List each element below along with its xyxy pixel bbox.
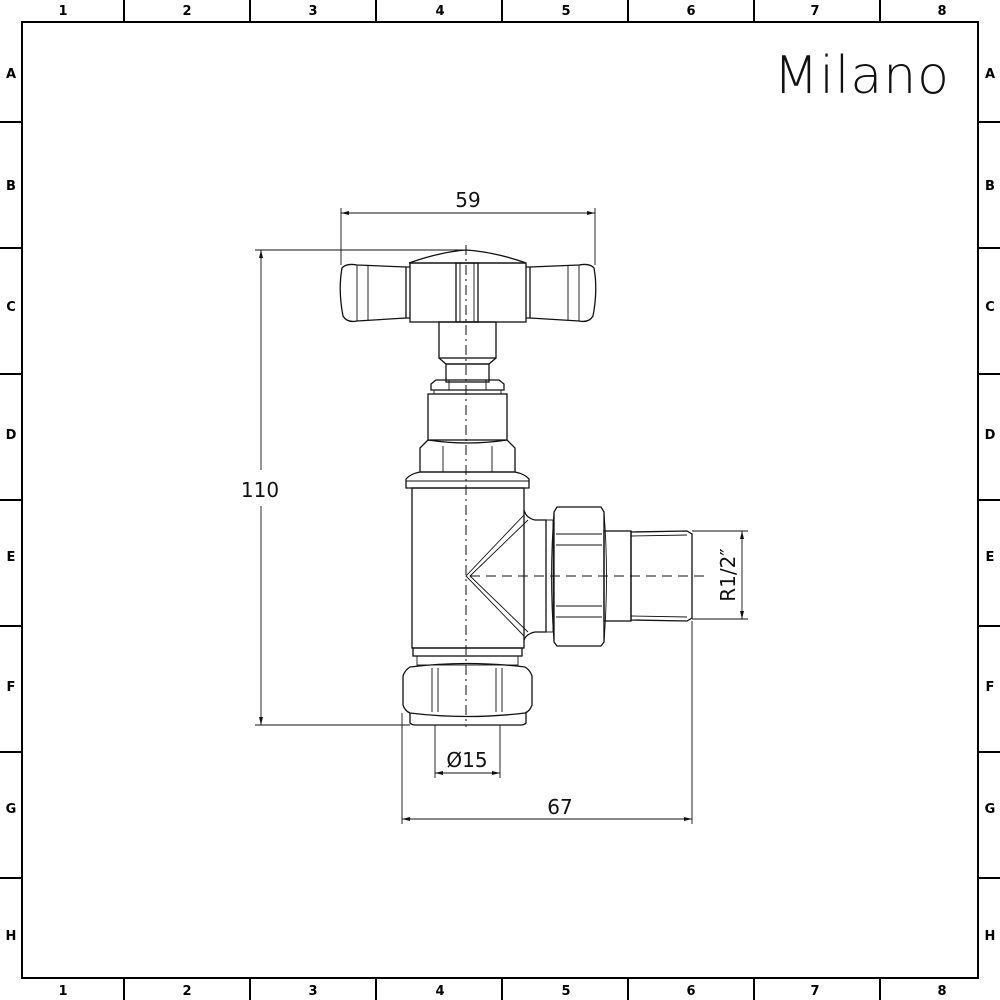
valve-drawing (339, 245, 705, 727)
row-label-right: H (985, 929, 996, 944)
column-label-top: 3 (308, 4, 317, 19)
column-label-bottom: 4 (435, 984, 444, 999)
column-label-bottom: 3 (308, 984, 317, 999)
row-label-left: D (6, 428, 17, 443)
valve-body (411, 487, 554, 649)
dimension-label-110: 110 (241, 478, 279, 502)
row-dividers (0, 121, 1000, 879)
column-label-top: 1 (58, 4, 67, 19)
dimension-label-59: 59 (455, 188, 480, 212)
compression-nut (402, 647, 533, 726)
dimension-label-diameter: Ø15 (446, 748, 487, 772)
dimension-pipe-diameter: Ø15 (434, 725, 501, 778)
dimension-overall-height: 110 (241, 249, 466, 726)
brand-logo: Milano (774, 46, 950, 106)
dimension-handle-width: 59 (340, 188, 596, 265)
column-label-top: 5 (561, 4, 570, 19)
column-dividers (123, 0, 881, 1000)
row-label-left: G (6, 802, 17, 817)
row-label-left: C (6, 300, 16, 315)
bonnet (405, 393, 530, 489)
row-label-right: G (985, 802, 996, 817)
column-label-bottom: 2 (182, 984, 191, 999)
row-label-right: F (986, 680, 995, 695)
dimension-label-thread: R1/2″ (716, 548, 740, 602)
row-label-right: C (985, 300, 995, 315)
column-label-bottom: 5 (561, 984, 570, 999)
row-label-right: D (985, 428, 996, 443)
row-label-left: B (6, 179, 16, 194)
row-label-left: E (7, 550, 16, 565)
threaded-tail (603, 530, 693, 622)
dimensions: 59 110 R1/2″ Ø15 67 (241, 188, 748, 824)
spindle (430, 321, 505, 395)
crosshead-handle (339, 249, 597, 323)
column-label-top: 8 (937, 4, 946, 19)
column-label-top: 2 (182, 4, 191, 19)
dimension-outlet-thread: R1/2″ (692, 530, 748, 620)
column-label-top: 6 (686, 4, 695, 19)
column-label-bottom: 6 (686, 984, 695, 999)
row-label-right: A (985, 67, 995, 82)
row-label-left: F (7, 680, 16, 695)
dimension-overall-depth: 67 (401, 621, 693, 824)
column-label-bottom: 8 (937, 984, 946, 999)
column-label-bottom: 7 (810, 984, 819, 999)
row-label-right: E (986, 550, 995, 565)
row-label-right: B (985, 179, 995, 194)
dimension-label-67: 67 (547, 795, 572, 819)
row-label-left: H (6, 929, 17, 944)
column-label-top: 7 (810, 4, 819, 19)
column-label-bottom: 1 (58, 984, 67, 999)
column-label-top: 4 (435, 4, 444, 19)
row-label-left: A (6, 67, 16, 82)
